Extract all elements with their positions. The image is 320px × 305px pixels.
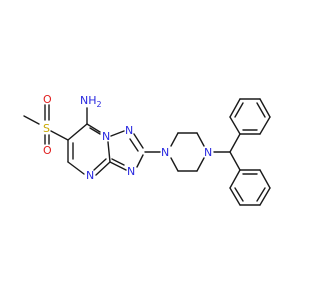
bond-n3-c3a-double — [111, 158, 125, 166]
bond-n-right-c-lower — [196, 157, 205, 172]
bond-ch-ph-bottom — [229, 151, 241, 171]
ph2-f — [229, 169, 241, 189]
amine-label: NH2 — [80, 94, 102, 109]
sulfur-label: S — [43, 122, 50, 135]
bond-n4-c3a-double — [93, 158, 107, 171]
piperazine-n-left-label: N — [161, 146, 169, 159]
molecule-diagram: NH2 S O O N N N N N N — [23, 93, 271, 206]
ph2-d2 — [256, 187, 266, 202]
bond-c6-s — [50, 130, 69, 141]
bond-n1-c2-double — [129, 138, 139, 152]
ph2-c — [259, 187, 271, 206]
bond-c2-n3 — [136, 154, 144, 168]
piperazine-n-right-label: N — [204, 146, 212, 159]
structure-svg: NH2 S O O N N N N N N — [23, 93, 271, 206]
bond-c-lower-left-n — [170, 157, 179, 172]
bridgehead-n-label: N — [102, 130, 110, 143]
oxygen-top-label: O — [43, 93, 52, 106]
bond-c3a-n8a — [107, 141, 111, 163]
bond-n3-c3a — [109, 161, 127, 171]
bond-n4-c3a — [95, 161, 111, 176]
bond-n8a-n1 — [110, 130, 125, 137]
bonds — [23, 98, 271, 206]
ph1-b — [229, 98, 241, 118]
ph1-d — [259, 98, 271, 118]
atom-labels: NH2 S O O N N N N N N — [43, 93, 212, 182]
ph2-d3 — [234, 187, 244, 202]
ph1-e — [259, 116, 271, 135]
oxygen-bottom-label: O — [43, 144, 52, 157]
bond-c7-c6 — [67, 123, 88, 141]
triazole-n-bottom-label: N — [127, 165, 135, 178]
bond-c7-c8-double — [89, 127, 101, 135]
triazole-n-top-label: N — [125, 124, 133, 137]
bond-ch-ph-top — [229, 133, 241, 153]
bond-s-ch3 — [23, 115, 40, 125]
ph1-d1 — [234, 102, 244, 118]
bond-npip-c-upper-left — [170, 132, 179, 147]
bond-c5-n4 — [67, 161, 85, 175]
bond-n1-c2 — [133, 133, 144, 149]
bond-n8a-c7 — [86, 123, 101, 133]
ph2-e — [229, 187, 241, 206]
bond-c-upper-right-n — [196, 132, 205, 147]
ph1-a — [229, 116, 241, 135]
ph1-d2 — [256, 102, 266, 118]
pyrimidine-n-label: N — [86, 169, 94, 182]
ph2-b — [259, 169, 271, 189]
